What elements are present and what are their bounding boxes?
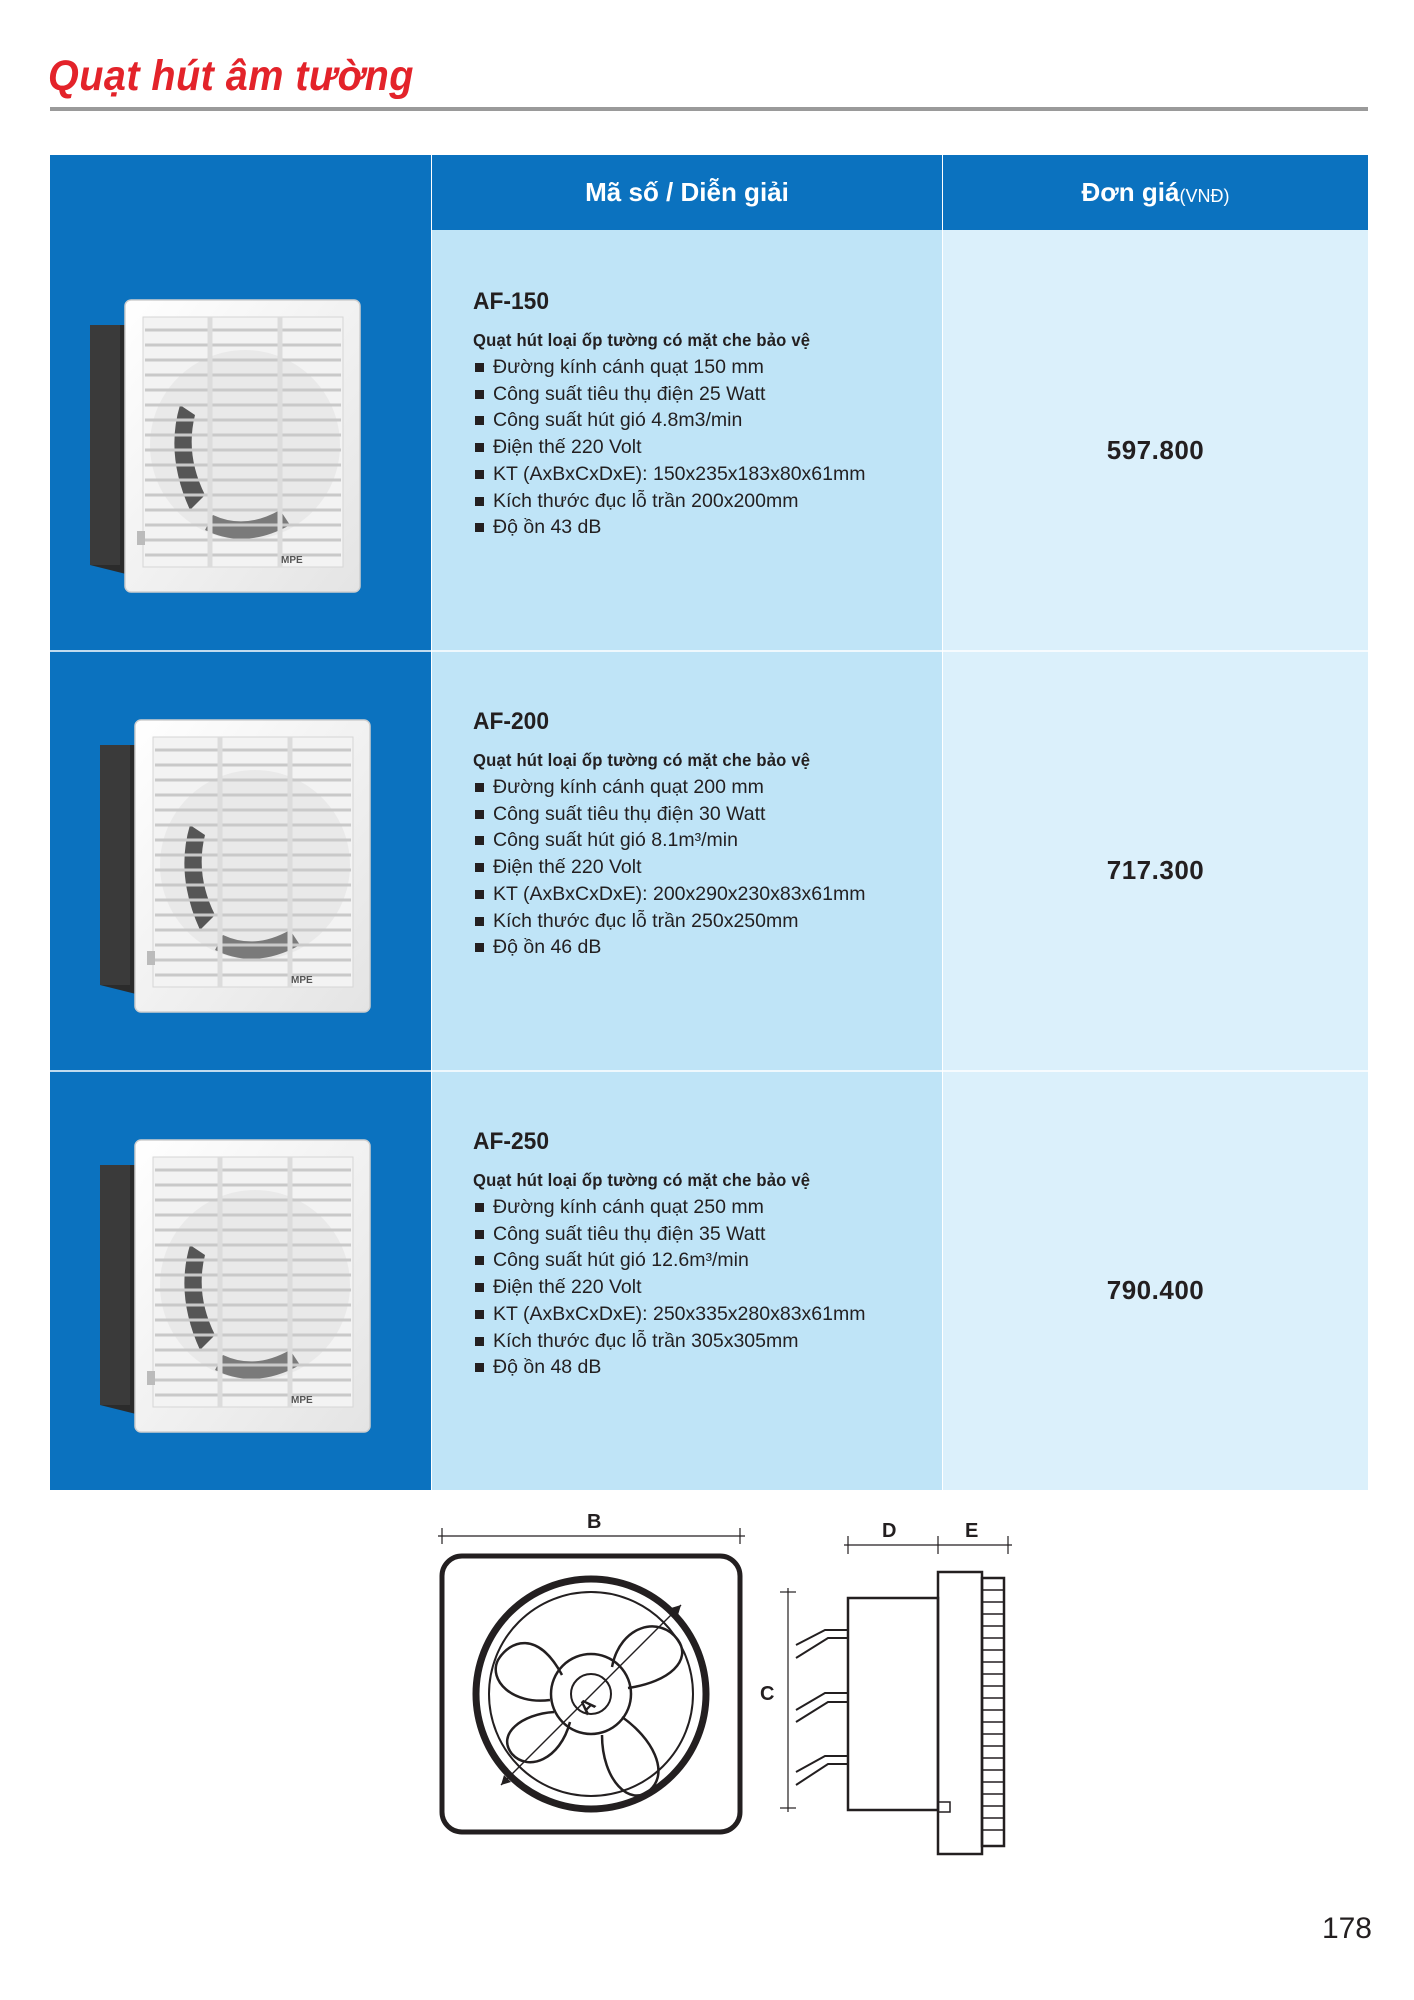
page-number: 178 [1321,1912,1372,1945]
unit-price: 790.400 [1106,1275,1205,1305]
spec-item: Kích thước đục lỗ trần 250x250mm [473,908,923,935]
model-code: AF-200 [473,708,550,735]
model-code: AF-250 [473,1128,550,1155]
spec-item: Độ ồn 48 dB [473,1354,923,1381]
header-price: Đơn giá(VNĐ) [943,155,1368,230]
spec-item: Kích thước đục lỗ trần 200x200mm [473,488,923,515]
spec-item: Công suất tiêu thụ điện 30 Watt [473,801,923,828]
fan-product-photo: MPE [95,715,375,1025]
spec-list: Đường kính cánh quạt 250 mm Công suất ti… [473,1194,923,1381]
dimension-diagram: B D E C A [438,1511,1012,1856]
model-code: AF-150 [473,288,550,315]
spec-item: KT (AxBxCxDxE): 150x235x183x80x61mm [473,461,923,488]
spec-item: KT (AxBxCxDxE): 200x290x230x83x61mm [473,881,923,908]
spec-item: Điện thế 220 Volt [473,1274,923,1301]
row-divider [50,650,1368,652]
column-divider [942,155,943,1490]
dimension-label-b: B [587,1511,601,1533]
header-description: Mã số / Diễn giải [432,155,942,230]
spec-item: Công suất hút gió 8.1m³/min [473,827,923,854]
price-column [943,155,1368,1490]
spec-item: Công suất tiêu thụ điện 25 Watt [473,381,923,408]
spec-item: Đường kính cánh quạt 200 mm [473,774,923,801]
title-divider [50,107,1368,111]
fan-product-photo: MPE [85,295,365,605]
product-description: AF-150 Quạt hút loại ốp tường có mặt che… [473,288,923,541]
unit-price: 717.300 [1106,855,1205,885]
product-subtitle: Quạt hút loại ốp tường có mặt che bảo vệ [473,750,811,770]
spec-item: Điện thế 220 Volt [473,434,923,461]
page-title: Quạt hút âm tường [48,52,414,100]
dimension-label-e: E [965,1520,978,1542]
brand-label: MPE [281,555,303,566]
header-price-unit: (VNĐ) [1179,186,1230,206]
spec-item: Độ ồn 43 dB [473,514,923,541]
product-description: AF-200 Quạt hút loại ốp tường có mặt che… [473,708,923,961]
spec-item: Điện thế 220 Volt [473,854,923,881]
unit-price: 597.800 [1106,435,1205,465]
spec-item: Công suất hút gió 4.8m3/min [473,407,923,434]
description-column [432,155,942,1490]
header-description-label: Mã số / Diễn giải [585,177,789,207]
spec-item: Kích thước đục lỗ trần 305x305mm [473,1328,923,1355]
product-description: AF-250 Quạt hút loại ốp tường có mặt che… [473,1128,923,1381]
spec-item: Công suất tiêu thụ điện 35 Watt [473,1221,923,1248]
price-table: Mã số / Diễn giải Đơn giá(VNĐ) MPE AF-15… [50,155,1368,1490]
dimension-label-d: D [882,1520,896,1542]
fan-product-photo: MPE [95,1135,375,1445]
spec-item: Đường kính cánh quạt 250 mm [473,1194,923,1221]
product-subtitle: Quạt hút loại ốp tường có mặt che bảo vệ [473,1170,811,1190]
brand-label: MPE [291,1395,313,1406]
spec-item: Đường kính cánh quạt 150 mm [473,354,923,381]
product-row: MPE AF-200 Quạt hút loại ốp tường có mặt… [50,650,1368,1070]
product-row: MPE AF-250 Quạt hút loại ốp tường có mặt… [50,1070,1368,1490]
spec-list: Đường kính cánh quạt 150 mm Công suất ti… [473,354,923,541]
dimension-label-a: A [575,1694,601,1720]
header-price-label: Đơn giá [1081,177,1180,207]
spec-list: Đường kính cánh quạt 200 mm Công suất ti… [473,774,923,961]
product-row: MPE AF-150 Quạt hút loại ốp tường có mặt… [50,230,1368,650]
spec-item: KT (AxBxCxDxE): 250x335x280x83x61mm [473,1301,923,1328]
row-divider [50,1070,1368,1072]
product-subtitle: Quạt hút loại ốp tường có mặt che bảo vệ [473,330,811,350]
spec-item: Độ ồn 46 dB [473,934,923,961]
spec-item: Công suất hút gió 12.6m³/min [473,1247,923,1274]
brand-label: MPE [291,975,313,986]
column-divider [431,155,432,1490]
dimension-label-c: C [760,1683,774,1705]
